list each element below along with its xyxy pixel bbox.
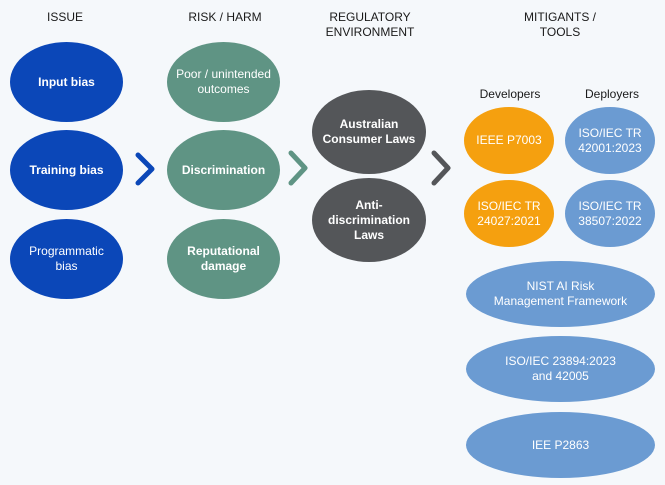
risk-label-line1: Poor / unintended — [176, 67, 271, 81]
issue-input-bias: Input bias — [10, 42, 123, 122]
header-issue: ISSUE — [46, 10, 83, 24]
deployer-tool-label-line2: 38507:2022 — [578, 213, 642, 228]
deployer-tool-label-line1: ISO/IEC TR — [578, 198, 642, 213]
issue-label: Training bias — [29, 162, 104, 177]
issue-training-bias: Training bias — [10, 130, 123, 210]
risk-label: Discrimination — [181, 162, 266, 177]
deployer-tool-label-line1: ISO/IEC TR — [578, 125, 642, 140]
risk-discrimination: Discrimination — [167, 130, 280, 210]
tool-label-line2: and 42005 — [532, 369, 589, 383]
issue-label-line2: bias — [55, 259, 78, 273]
tool-label: IEE P2863 — [531, 437, 590, 452]
header-mitigants-line2: TOOLS — [539, 25, 581, 39]
developer-tool-label: IEEE P7003 — [476, 133, 542, 147]
header-mitigants-tools: MITIGANTS / TOOLS — [500, 10, 620, 40]
arrow-issue-to-risk-icon — [135, 152, 155, 186]
arrow-regulatory-to-mitigants-icon — [431, 150, 451, 186]
regulatory-label-line1: Australian — [339, 117, 399, 131]
header-risk-harm: RISK / HARM — [188, 10, 262, 24]
developer-tool-ieee-p7003: IEEE P7003 — [464, 107, 554, 174]
header-regulatory-line1: REGULATORY — [329, 10, 411, 24]
arrow-risk-to-regulatory-icon — [288, 150, 308, 186]
header-regulatory-line2: ENVIRONMENT — [325, 25, 415, 39]
regulatory-label-line2: Laws — [353, 227, 384, 242]
subheader-developers: Developers — [479, 87, 541, 101]
tool-label-line1: NIST AI Risk — [526, 279, 595, 293]
risk-label-line2: damage — [200, 259, 247, 273]
tool-label-line2: Management Framework — [493, 294, 628, 308]
subheader-deployers: Deployers — [584, 87, 640, 101]
header-regulatory-environment: REGULATORY ENVIRONMENT — [310, 10, 430, 40]
deployer-tool-label-line2: 42001:2023 — [578, 140, 642, 155]
developer-tool-label-line2: 24027:2021 — [477, 213, 541, 228]
issue-label-line1: Programmatic — [29, 244, 104, 258]
issue-label: Input bias — [38, 74, 95, 89]
regulatory-label-line1: Anti-discrimination — [327, 197, 410, 227]
developer-tool-label-line1: ISO/IEC TR — [477, 198, 541, 213]
risk-label-line2: outcomes — [197, 82, 250, 96]
tool-label-line1: ISO/IEC 23894:2023 — [505, 354, 616, 368]
tool-iee-p2863: IEE P2863 — [466, 412, 655, 478]
regulatory-label-line2: Consumer Laws — [322, 132, 416, 146]
header-mitigants-line1: MITIGANTS / — [524, 10, 596, 24]
risk-label-line1: Reputational — [187, 244, 260, 258]
